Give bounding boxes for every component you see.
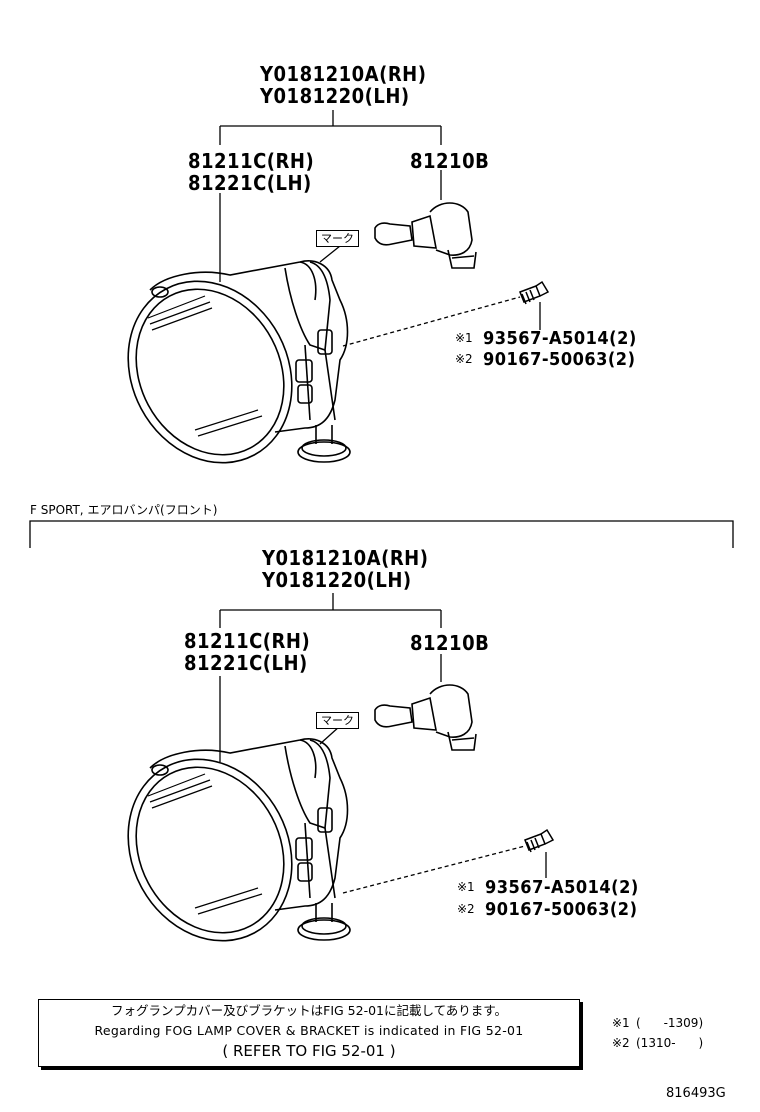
note-refer: ( REFER TO FIG 52-01 ) xyxy=(222,1042,396,1060)
screw2-part-number: 90167-50063(2) xyxy=(483,349,636,370)
note-japanese: フォグランプカバー及びブラケットはFIG 52-01に記載してあります。 xyxy=(111,1003,507,1018)
assembly-rh-part-number: Y0181210A(RH) xyxy=(260,62,427,86)
screw1-part-number: 93567-A5014(2) xyxy=(485,877,639,898)
assembly-rh-part-number: Y0181210A(RH) xyxy=(262,546,429,570)
screw1-part-number: 93567-A5014(2) xyxy=(483,328,637,349)
unit-lh-part-number: 81221C(LH) xyxy=(184,651,308,675)
unit-rh-part-number: 81211C(RH) xyxy=(188,149,315,173)
screw2-part-number: 90167-50063(2) xyxy=(485,899,638,920)
note-english: Regarding FOG LAMP COVER & BRACKET is in… xyxy=(94,1023,524,1038)
assembly-lh-part-number: Y0181220(LH) xyxy=(260,84,410,108)
diagram-1-lines xyxy=(96,110,549,493)
screw-drawing xyxy=(519,281,549,305)
reference-note-box: フォグランプカバー及びブラケットはFIG 52-01に記載してあります。 Reg… xyxy=(38,999,580,1067)
fog-lamp-drawing xyxy=(96,251,351,493)
legend-range-1: ( -1309) xyxy=(636,1016,704,1030)
section-divider xyxy=(29,520,734,548)
screw1-mark: ※1 xyxy=(457,880,475,894)
bulb-part-number: 81210B xyxy=(410,149,490,173)
figure-id: 816493G xyxy=(666,1086,726,1101)
unit-rh-part-number: 81211C(RH) xyxy=(184,629,311,653)
screw2-mark: ※2 xyxy=(457,902,475,916)
legend-range-2: (1310- ) xyxy=(636,1036,704,1050)
legend-mark-1: ※1 xyxy=(612,1016,630,1030)
diagram-2-lines xyxy=(96,593,554,971)
screw-drawing xyxy=(524,829,554,853)
assembly-lh-part-number: Y0181220(LH) xyxy=(262,568,412,592)
bulb-drawing xyxy=(374,202,477,269)
section-label: F SPORT, エアロバンパ(フロント) xyxy=(30,503,218,517)
bulb-part-number: 81210B xyxy=(410,631,490,655)
unit-lh-part-number: 81221C(LH) xyxy=(188,171,312,195)
bulb-drawing xyxy=(374,684,477,751)
mark-tag: マーク xyxy=(316,230,359,247)
screw2-mark: ※2 xyxy=(455,352,473,366)
fog-lamp-drawing xyxy=(96,729,351,971)
legend-mark-2: ※2 xyxy=(612,1036,630,1050)
screw1-mark: ※1 xyxy=(455,331,473,345)
mark-tag: マーク xyxy=(316,712,359,729)
